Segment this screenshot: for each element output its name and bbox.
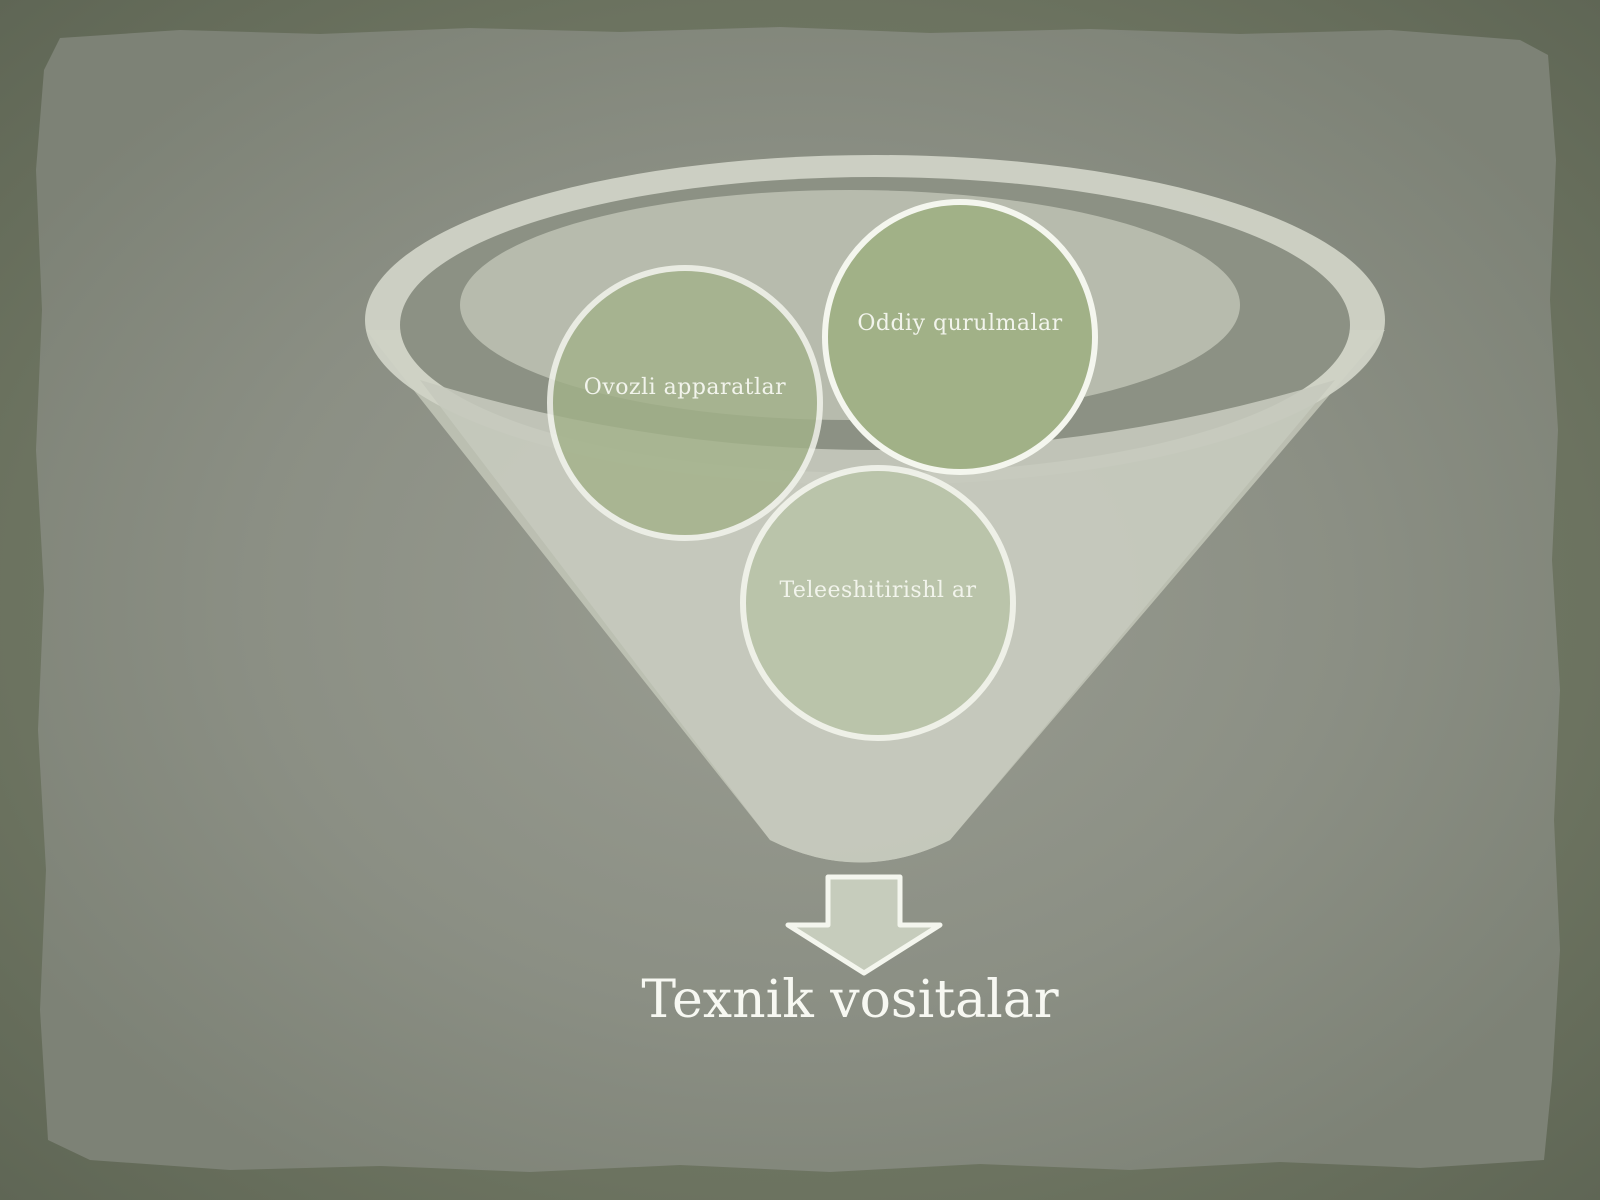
result-label: Texnik vositalar [641,970,1059,1030]
circle-teleeshitirishlar [740,465,1016,741]
circle-ovozli-apparatlar [547,265,823,541]
down-arrow-icon [785,874,943,976]
circle-oddiy-qurulmalar [822,199,1098,475]
circle-label-ovozli-apparatlar: Ovozli apparatlar [583,375,787,400]
circle-label-teleeshitirishlar: Teleeshitirishl ar [779,578,977,603]
circle-label-oddiy-qurulmalar: Oddiy qurulmalar [857,311,1063,336]
